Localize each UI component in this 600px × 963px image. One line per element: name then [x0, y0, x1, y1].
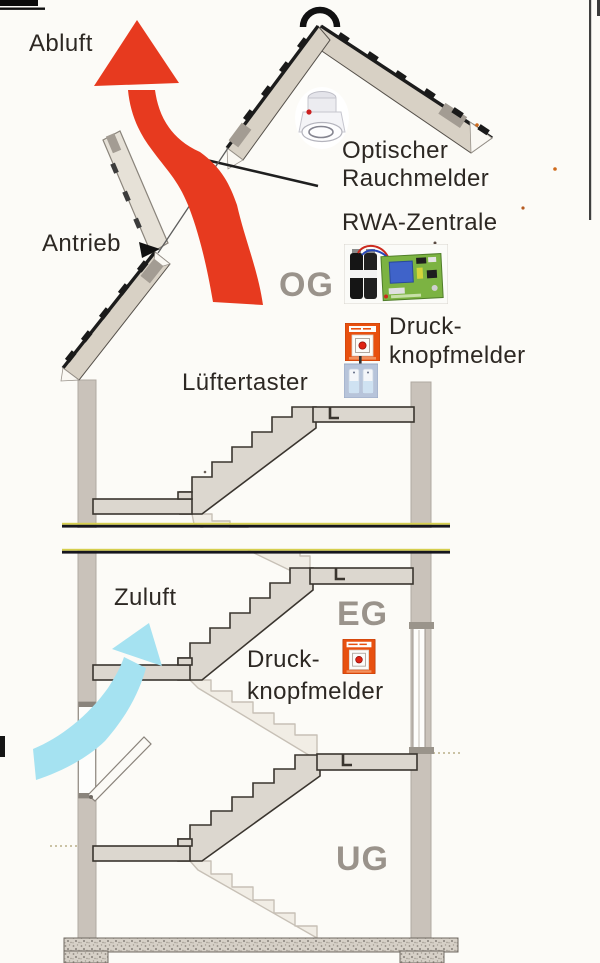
ridge-cap	[299, 6, 341, 28]
antrieb-label: Antrieb	[42, 230, 121, 257]
antrieb-pointer	[139, 242, 160, 258]
exhaust-air-arrow	[94, 20, 263, 305]
supply-air-arrow	[33, 623, 162, 780]
druckknopfmelder-eg-line1: Druck-	[247, 646, 321, 673]
open-door-leaf	[87, 736, 152, 802]
rauchmelder-label: Optischer Rauchmelder	[342, 137, 489, 193]
druckknopfmelder-eg-line2: knopfmelder	[247, 678, 384, 705]
roof	[60, 6, 493, 382]
call-point-icon-og	[344, 322, 381, 366]
floor-label-og: OG	[279, 266, 334, 304]
foundation	[63, 937, 459, 963]
call-point-icon-eg	[342, 638, 376, 679]
floor-label-ug: UG	[336, 840, 389, 878]
druckknopfmelder-og-line2: knopfmelder	[389, 342, 526, 369]
rwa-zentrale-label: RWA-Zentrale	[342, 209, 498, 236]
druckknopfmelder-og-line1: Druck-	[389, 313, 463, 340]
rauchmelder-label-line1: Optischer	[342, 137, 449, 164]
abluft-label: Abluft	[29, 30, 93, 57]
roof-battens	[64, 32, 490, 363]
eg-window	[409, 622, 434, 754]
lueftertaster-label: Lüftertaster	[182, 369, 309, 396]
rwa-control-unit-image	[343, 243, 449, 309]
druckknopfmelder-og-label: Druck- knopfmelder	[389, 312, 525, 370]
stairs-ug	[92, 753, 418, 862]
vent-switch-icon	[343, 356, 379, 403]
zuluft-label: Zuluft	[114, 584, 177, 611]
scan-artifacts	[0, 0, 600, 757]
floor-label-eg: EG	[337, 595, 389, 633]
section-break	[50, 522, 465, 554]
rauchmelder-label-line2: Rauchmelder	[342, 165, 490, 192]
stairs-and-slabs	[92, 406, 418, 862]
stairs-og	[92, 406, 415, 515]
smoke-detector-icon	[295, 87, 349, 149]
skylight-window	[102, 130, 169, 254]
druckknopfmelder-eg-label: Druck- knopfmelder	[247, 644, 383, 708]
